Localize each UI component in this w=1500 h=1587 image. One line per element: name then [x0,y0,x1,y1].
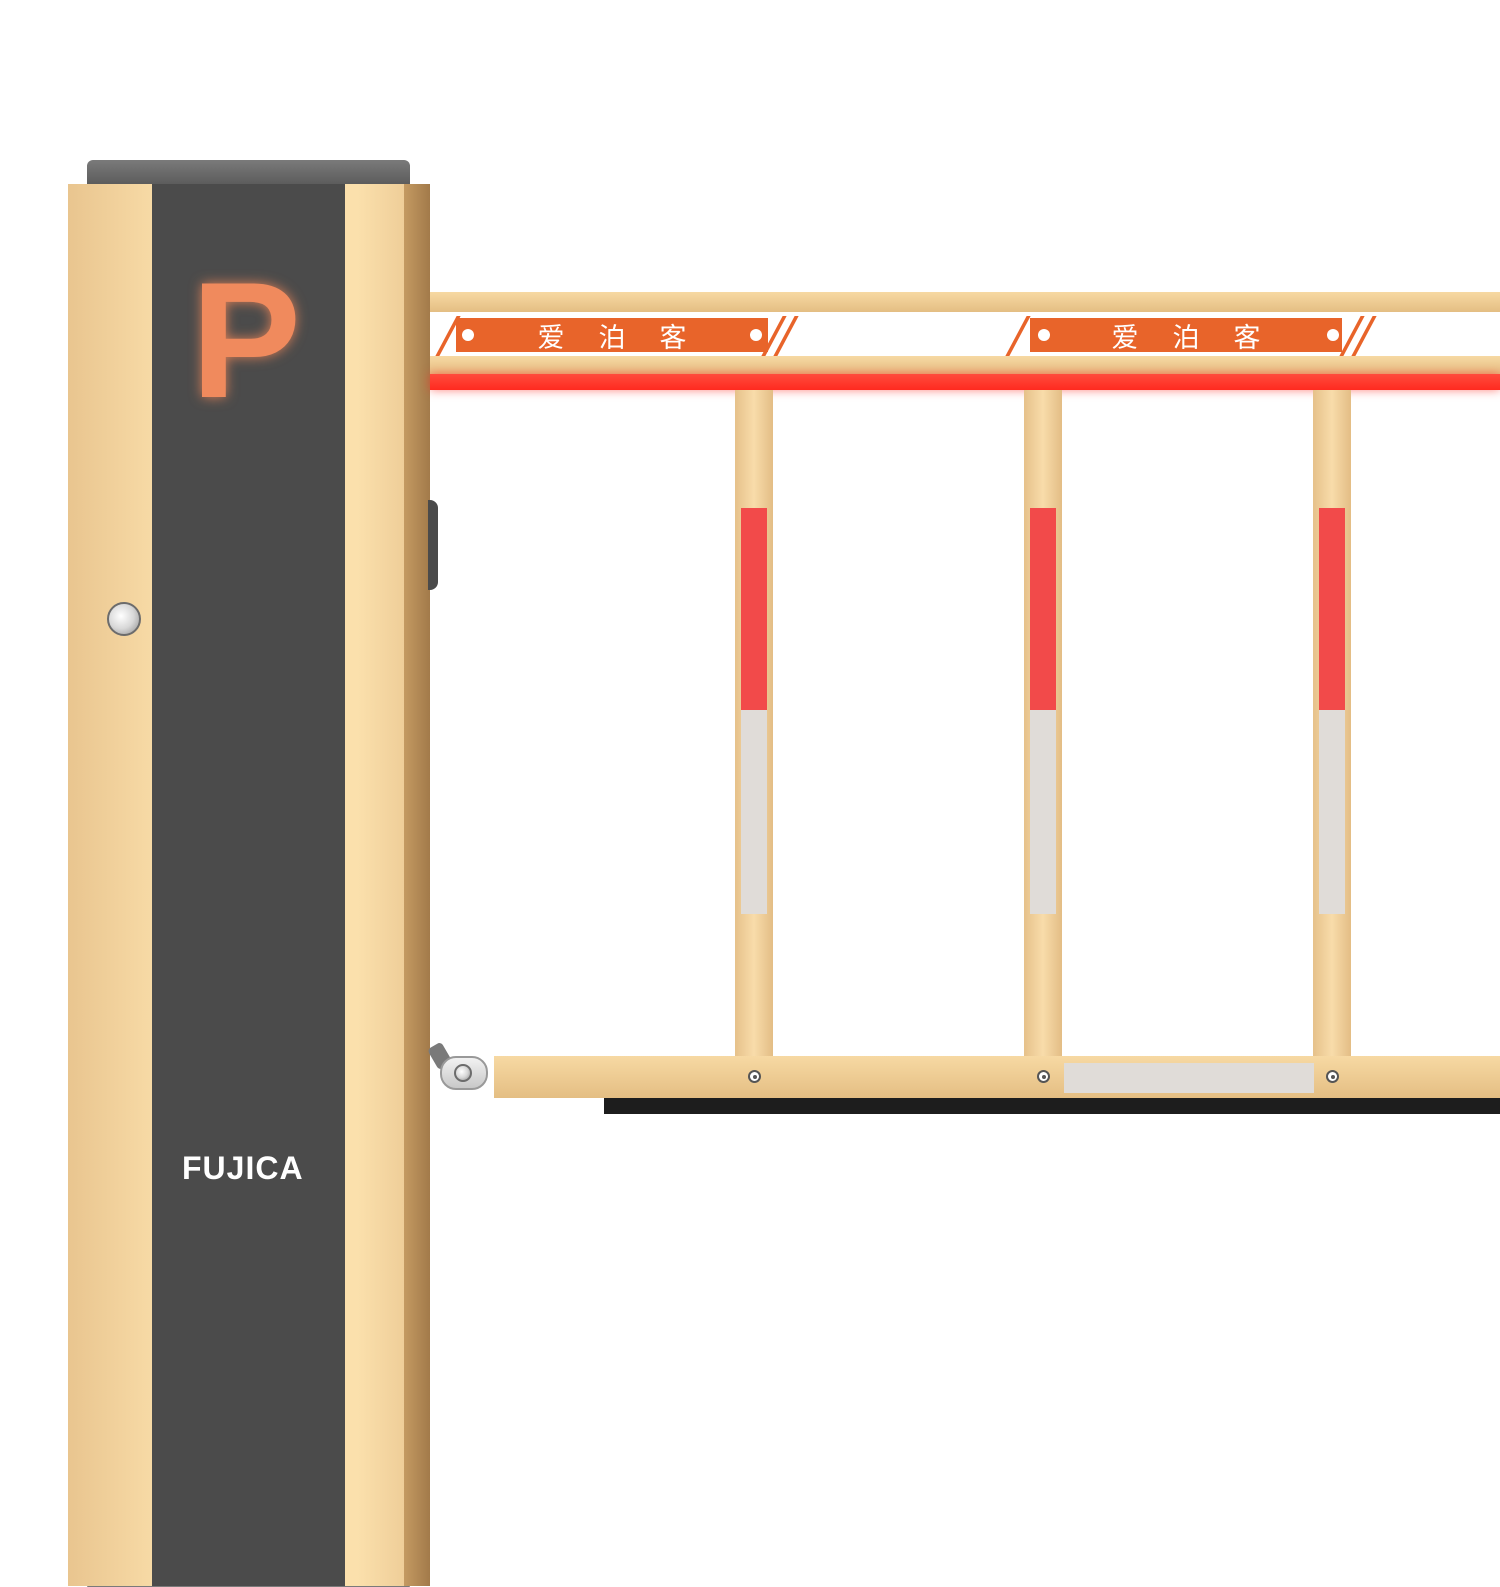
bolt-icon [1326,1070,1339,1083]
fence-post-2-reflector-red [1030,508,1056,710]
label-dot-icon [1327,329,1339,341]
boom-mid-rail [430,356,1500,374]
label-dot-icon [462,329,474,341]
fence-post-2-reflector-white [1030,710,1056,914]
boom-label-2-text: 爱泊客 [1111,322,1295,354]
cabinet-top-cap [87,160,410,186]
boom-label-2: 爱泊客 [1030,318,1342,354]
boom-bottom-rail [494,1056,1500,1098]
parking-sign-icon: P [190,248,302,432]
brand-logo: FUJICA [182,1150,304,1186]
fence-post-3-reflector-white [1319,710,1345,914]
hinge-pin-icon [454,1064,472,1082]
label-dot-icon [750,329,762,341]
bottom-rubber-strip [604,1098,1500,1114]
fence-post-1-reflector-white [741,710,767,914]
bolt-icon [1037,1070,1050,1083]
fence-post-3-reflector-red [1319,508,1345,710]
bolt-icon [748,1070,761,1083]
boom-label-1-text: 爱泊客 [537,322,721,354]
hinge-joint [427,1040,494,1096]
boom-led-strip [430,374,1500,390]
cabinet-lock-icon [107,602,141,636]
label-dot-icon [1038,329,1050,341]
boom-label-1: 爱泊客 [456,318,768,354]
fence-post-1-reflector-red [741,508,767,710]
cabinet-front-panel [152,184,345,1586]
boom-top-rail [430,292,1500,312]
side-sensor [428,500,438,590]
cabinet-side-edge [404,184,430,1586]
bottom-rail-reflector [1064,1063,1314,1093]
